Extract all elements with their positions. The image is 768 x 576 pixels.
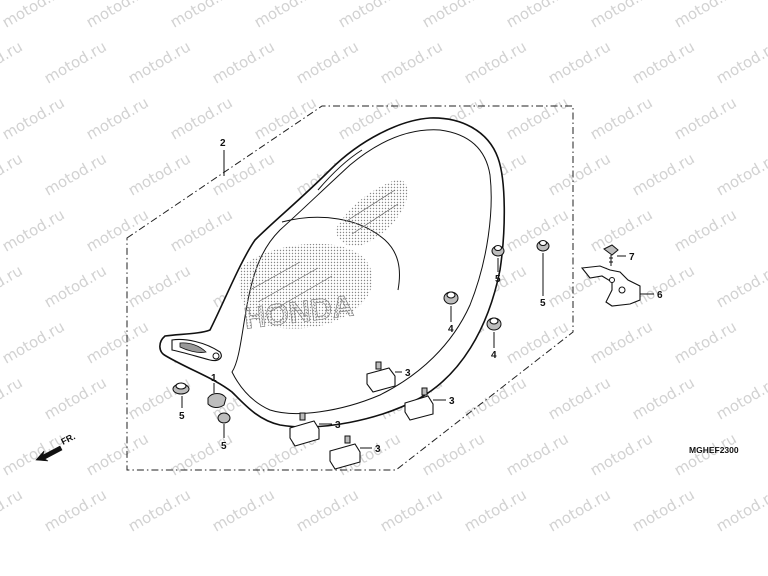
diagram-code: MGHEF2300 bbox=[689, 445, 739, 455]
watermark-text: motod.ru bbox=[41, 485, 110, 535]
watermark-text: motod.ru bbox=[587, 93, 656, 143]
watermark-text: motod.ru bbox=[0, 149, 26, 199]
callout-3: 3 bbox=[405, 368, 411, 379]
watermark-text: motod.ru bbox=[0, 205, 68, 255]
callout-labels: 2 1 5 5 5 5 4 4 3 3 3 3 6 7 bbox=[179, 138, 663, 455]
watermark-text: motod.ru bbox=[335, 0, 404, 31]
watermark-text: motod.ru bbox=[545, 485, 614, 535]
watermark-text: motod.ru bbox=[377, 37, 446, 87]
watermark-text: motod.ru bbox=[167, 93, 236, 143]
watermark-text: motod.ru bbox=[0, 485, 26, 535]
watermark-text: motod.ru bbox=[209, 37, 278, 87]
watermark-text: motod.ru bbox=[0, 37, 26, 87]
watermark-text: motod.ru bbox=[461, 37, 530, 87]
watermark-text: motod.ru bbox=[713, 261, 768, 311]
watermark-text: motod.ru bbox=[0, 261, 26, 311]
watermark-text: motod.ru bbox=[629, 149, 698, 199]
watermark-text: motod.ru bbox=[83, 0, 152, 31]
watermark-text: motod.ru bbox=[671, 93, 740, 143]
watermark-text: motod.ru bbox=[293, 37, 362, 87]
leader-lines bbox=[181, 150, 654, 449]
seat-illustration: HONDA bbox=[159, 117, 506, 428]
watermark-text: motod.ru bbox=[713, 485, 768, 535]
callout-7: 7 bbox=[629, 252, 635, 263]
watermark-text: motod.ru bbox=[587, 205, 656, 255]
watermark-text: motod.ru bbox=[83, 93, 152, 143]
watermark-text: motod.ru bbox=[0, 93, 68, 143]
watermark-text: motod.ru bbox=[41, 37, 110, 87]
part-bolt-7 bbox=[603, 244, 619, 266]
watermark-text: motod.ru bbox=[587, 0, 656, 31]
callout-3: 3 bbox=[375, 444, 381, 455]
callout-3: 3 bbox=[449, 396, 455, 407]
part-grommet-5 bbox=[172, 239, 550, 424]
watermark-text: motod.ru bbox=[461, 373, 530, 423]
watermark-text: motod.ru bbox=[545, 149, 614, 199]
part-rubber-4 bbox=[443, 291, 502, 331]
watermark-text: motod.ru bbox=[671, 317, 740, 367]
watermark-text: motod.ru bbox=[629, 37, 698, 87]
callout-3: 3 bbox=[335, 420, 341, 431]
watermark-text: motod.ru bbox=[671, 205, 740, 255]
part-cushion-1 bbox=[207, 393, 227, 408]
watermark-text: motod.ru bbox=[377, 485, 446, 535]
watermark-text: motod.ru bbox=[125, 37, 194, 87]
watermark-text: motod.ru bbox=[545, 37, 614, 87]
watermark-text: motod.ru bbox=[125, 485, 194, 535]
watermark-text: motod.ru bbox=[629, 373, 698, 423]
callout-4: 4 bbox=[448, 324, 454, 335]
watermark-text: motod.ru bbox=[0, 0, 68, 31]
watermark-text: motod.ru bbox=[587, 317, 656, 367]
watermark-text: motod.ru bbox=[83, 205, 152, 255]
watermark-text: motod.ru bbox=[167, 0, 236, 31]
front-label: FR. bbox=[59, 431, 76, 446]
watermark-text: motod.ru bbox=[545, 373, 614, 423]
watermark-text: motod.ru bbox=[587, 429, 656, 479]
watermark-text: motod.ru bbox=[671, 0, 740, 31]
watermark-text: motod.ru bbox=[167, 205, 236, 255]
callout-2: 2 bbox=[220, 138, 226, 149]
part-block-3 bbox=[289, 361, 434, 470]
watermark-text: motod.ru bbox=[461, 485, 530, 535]
watermark-text: motod.ru bbox=[713, 37, 768, 87]
callout-1: 1 bbox=[211, 373, 217, 384]
callout-4: 4 bbox=[491, 350, 497, 361]
watermark-text: motod.ru bbox=[41, 149, 110, 199]
assembly-boundary bbox=[126, 105, 574, 471]
watermark-text: motod.ru bbox=[167, 429, 236, 479]
arrow-left-icon bbox=[35, 445, 63, 462]
watermark-text: motod.ru bbox=[629, 485, 698, 535]
watermark-text: motod.ru bbox=[251, 93, 320, 143]
watermark-text: motod.ru bbox=[503, 429, 572, 479]
watermark-text: motod.ru bbox=[0, 429, 68, 479]
watermark-text: motod.ru bbox=[0, 317, 68, 367]
part-bracket-6 bbox=[580, 265, 641, 307]
watermark-text: motod.ru bbox=[713, 149, 768, 199]
watermark-text: motod.ru bbox=[503, 0, 572, 31]
watermark-text: motod.ru bbox=[0, 373, 26, 423]
watermark-text: motod.ru bbox=[209, 149, 278, 199]
callout-5: 5 bbox=[540, 298, 546, 309]
watermark-text: motod.ru bbox=[209, 485, 278, 535]
callout-6: 6 bbox=[657, 290, 663, 301]
watermark-text: motod.ru bbox=[83, 317, 152, 367]
watermark-text: motod.ru bbox=[41, 261, 110, 311]
watermark-text: motod.ru bbox=[251, 0, 320, 31]
watermark-text: motod.ru bbox=[419, 0, 488, 31]
callout-5: 5 bbox=[179, 411, 185, 422]
watermark-text: motod.ru bbox=[41, 373, 110, 423]
watermark-text: motod.ru bbox=[125, 149, 194, 199]
watermark-text: motod.ru bbox=[125, 261, 194, 311]
watermark-text: motod.ru bbox=[83, 429, 152, 479]
watermark-text: motod.ru bbox=[419, 429, 488, 479]
callout-5: 5 bbox=[495, 274, 501, 285]
callout-5: 5 bbox=[221, 441, 227, 452]
watermark-text: motod.ru bbox=[503, 93, 572, 143]
watermark-text: motod.ru bbox=[713, 373, 768, 423]
watermark-text: motod.ru bbox=[293, 485, 362, 535]
